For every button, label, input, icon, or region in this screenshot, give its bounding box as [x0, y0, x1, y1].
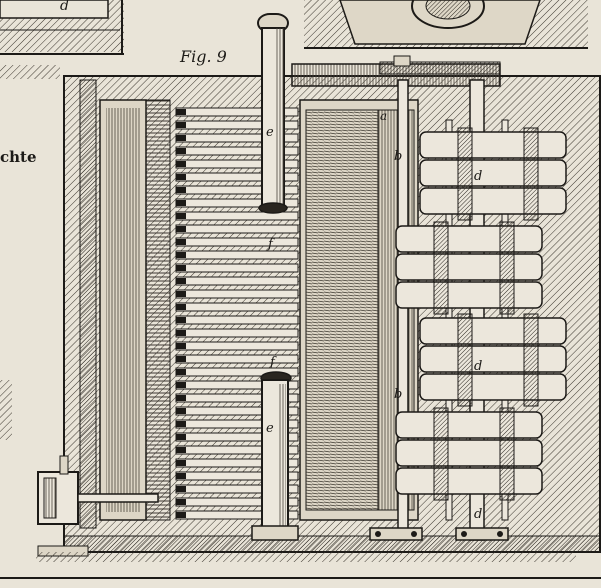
left-hatch-top	[0, 65, 60, 79]
slat-dot	[176, 304, 186, 310]
block-spindle	[457, 313, 473, 407]
slat-dot	[176, 109, 186, 115]
left-bearing	[37, 455, 159, 557]
label-f-upper: f	[267, 237, 275, 252]
slat-dot	[176, 187, 186, 193]
top-gear	[291, 55, 501, 87]
comb-slat	[175, 341, 299, 351]
comb-slat	[175, 263, 299, 273]
pipe-lower	[251, 371, 299, 541]
slat-dot	[176, 369, 186, 375]
brush-block	[419, 373, 567, 401]
comb-slats	[175, 107, 299, 520]
label-a-top: a	[380, 109, 387, 123]
slat-dot	[176, 161, 186, 167]
label-b-lower: b	[394, 387, 402, 402]
slat-dot	[176, 447, 186, 453]
slat-dot	[176, 473, 186, 479]
pipe-upper	[257, 13, 289, 214]
slat-dot	[176, 460, 186, 466]
comb-slat	[175, 237, 299, 247]
slat-dot	[176, 317, 186, 323]
label-d-upper: d	[474, 169, 482, 184]
label-e-lower: e	[266, 421, 274, 436]
slat-dot	[176, 395, 186, 401]
brush-block	[395, 467, 543, 495]
block-spindle	[523, 313, 539, 407]
slat-dot	[176, 213, 186, 219]
block-spindle	[499, 407, 515, 501]
slat-dot	[176, 291, 186, 297]
slat-dot	[176, 200, 186, 206]
slat-dot	[176, 421, 186, 427]
brush-block	[395, 253, 543, 281]
block-spindle	[433, 407, 449, 501]
label-d-bottom: d	[474, 507, 482, 522]
top-left-fragment	[0, 0, 124, 55]
side-text: chte	[0, 148, 37, 166]
slat-dot	[176, 135, 186, 141]
slat-dot	[176, 239, 186, 245]
bottom-feet	[36, 527, 576, 562]
brush-block	[395, 411, 543, 439]
slat-dot	[176, 499, 186, 505]
slat-dot	[176, 148, 186, 154]
slat-dot	[176, 512, 186, 518]
block-spindle	[499, 221, 515, 315]
slat-dot	[176, 343, 186, 349]
brush-block	[419, 131, 567, 159]
label-d-top: d	[60, 0, 69, 14]
comb-slat	[175, 276, 299, 286]
comb-slat	[175, 328, 299, 338]
brush-block	[419, 187, 567, 215]
label-d-middle: d	[474, 359, 482, 374]
brush-blocks	[395, 127, 567, 501]
brush-block	[419, 159, 567, 187]
slat-dot	[176, 265, 186, 271]
label-f-lower: f	[269, 355, 277, 370]
slat-dot	[176, 382, 186, 388]
left-hatch-bottom	[0, 380, 12, 440]
label-e-upper: e	[266, 125, 274, 140]
brush-block	[395, 281, 543, 309]
brush-block	[395, 439, 543, 467]
brush-block	[419, 317, 567, 345]
block-spindle	[433, 221, 449, 315]
slat-dot	[176, 356, 186, 362]
slat-dot	[176, 278, 186, 284]
brush-block	[419, 345, 567, 373]
comb-slat	[175, 289, 299, 299]
label-b-upper: b	[394, 149, 402, 164]
top-center-fragment	[304, 0, 588, 49]
comb-slat	[175, 224, 299, 234]
slat-dot	[176, 252, 186, 258]
comb-slat	[175, 211, 299, 221]
slat-dot	[176, 486, 186, 492]
block-spindle	[523, 127, 539, 221]
slat-dot	[176, 434, 186, 440]
block-spindle	[457, 127, 473, 221]
comb-slat	[175, 315, 299, 325]
comb-slat	[175, 250, 299, 260]
slat-dot	[176, 226, 186, 232]
comb-slat	[175, 354, 299, 364]
slat-dot	[176, 408, 186, 414]
figure-title: Fig. 9	[179, 47, 227, 66]
brush-block	[395, 225, 543, 253]
comb-slat	[175, 302, 299, 312]
slat-dot	[176, 330, 186, 336]
slat-dot	[176, 174, 186, 180]
slat-dot	[176, 122, 186, 128]
